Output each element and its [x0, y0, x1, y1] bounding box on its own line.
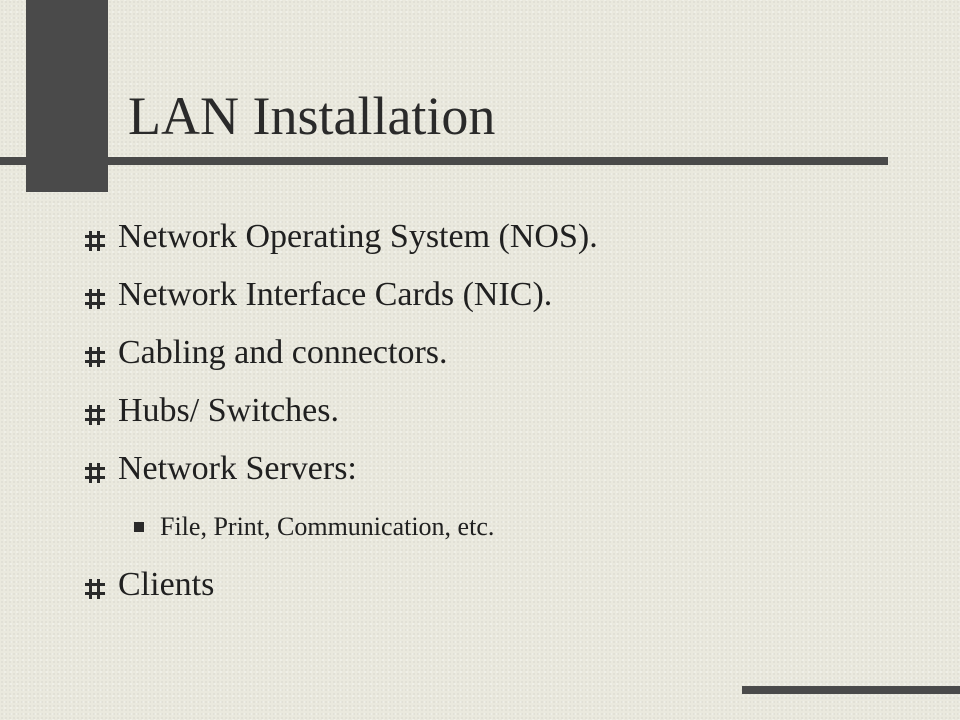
bullet-text: Network Servers:	[118, 450, 357, 487]
bullet-text: Cabling and connectors.	[118, 334, 448, 371]
hash-bullet-icon	[85, 463, 105, 483]
bullet-text: Clients	[118, 566, 215, 603]
hash-bullet-icon	[85, 289, 105, 309]
slide-title: LAN Installation	[128, 86, 496, 146]
list-item: Network Servers:	[84, 440, 904, 498]
list-item: Cabling and connectors.	[84, 324, 904, 382]
bullet-list: Network Operating System (NOS). Network …	[84, 208, 904, 614]
bullet-text: Hubs/ Switches.	[118, 392, 339, 429]
bullet-text: Network Interface Cards (NIC).	[118, 276, 553, 313]
list-item: Clients	[84, 556, 904, 614]
title-underline-rule	[0, 157, 888, 165]
bullet-text: Network Operating System (NOS).	[118, 218, 598, 255]
list-item: Network Interface Cards (NIC).	[84, 266, 904, 324]
list-item: Network Operating System (NOS).	[84, 208, 904, 266]
hash-bullet-icon	[85, 579, 105, 599]
sub-list-item: File, Print, Communication, etc.	[84, 498, 904, 556]
hash-bullet-icon	[85, 347, 105, 367]
hash-bullet-icon	[85, 231, 105, 251]
footer-rule	[742, 686, 960, 694]
square-bullet-icon	[134, 522, 144, 532]
list-item: Hubs/ Switches.	[84, 382, 904, 440]
hash-bullet-icon	[85, 405, 105, 425]
sub-bullet-text: File, Print, Communication, etc.	[160, 512, 495, 541]
